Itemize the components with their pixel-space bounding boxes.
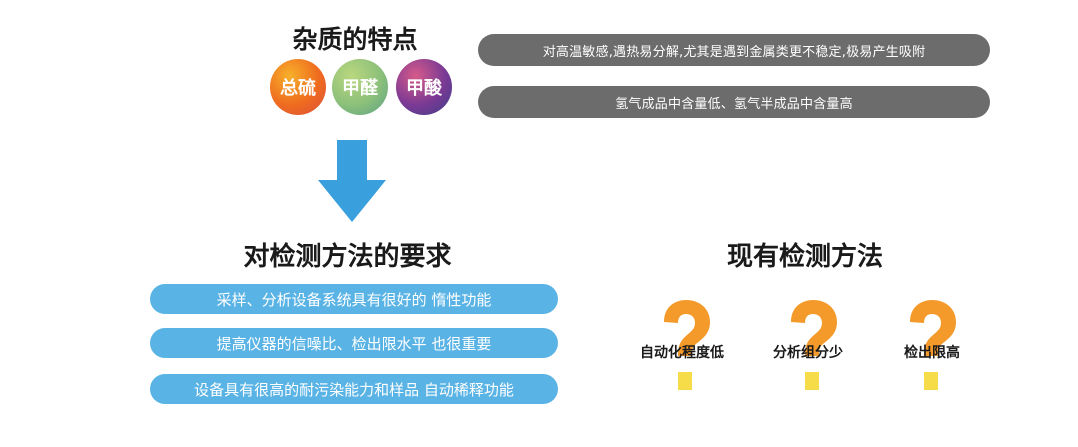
requirement-item-inertness: 采样、分析设备系统具有很好的 惰性功能: [150, 284, 558, 314]
impurity-note-content: 氢气成品中含量低、氢气半成品中含量高: [478, 86, 990, 118]
method-issue-automation: 自动化程度低: [640, 345, 724, 361]
requirement-item-dilution: 设备具有很高的耐污染能力和样品 自动稀释功能: [150, 374, 558, 404]
method-issue-components: 分析组分少: [773, 345, 843, 361]
impurity-title: 杂质的特点: [292, 25, 418, 54]
method-issue-detection-limit: 检出限高: [904, 345, 960, 361]
requirements-title: 对检测方法的要求: [243, 242, 452, 272]
question-mark-icon: [664, 300, 710, 390]
impurity-label: 甲酸: [406, 78, 442, 99]
requirement-item-signal-noise: 提高仪器的信噪比、检出限水平 也很重要: [150, 328, 558, 358]
impurity-circle-sulfur: 总硫: [270, 59, 326, 115]
question-mark-icon: [910, 300, 956, 390]
question-mark-icon: [791, 300, 837, 390]
impurity-label: 甲醛: [342, 78, 378, 99]
down-arrow-icon: [318, 140, 386, 222]
impurity-circle-formaldehyde: 甲醛: [332, 59, 388, 115]
impurity-note-stability: 对高温敏感,遇热易分解,尤其是遇到金属类更不稳定,极易产生吸附: [478, 34, 990, 66]
existing-methods-title: 现有检测方法: [726, 242, 883, 272]
impurity-circle-formic-acid: 甲酸: [396, 59, 452, 115]
impurity-label: 总硫: [280, 78, 316, 99]
